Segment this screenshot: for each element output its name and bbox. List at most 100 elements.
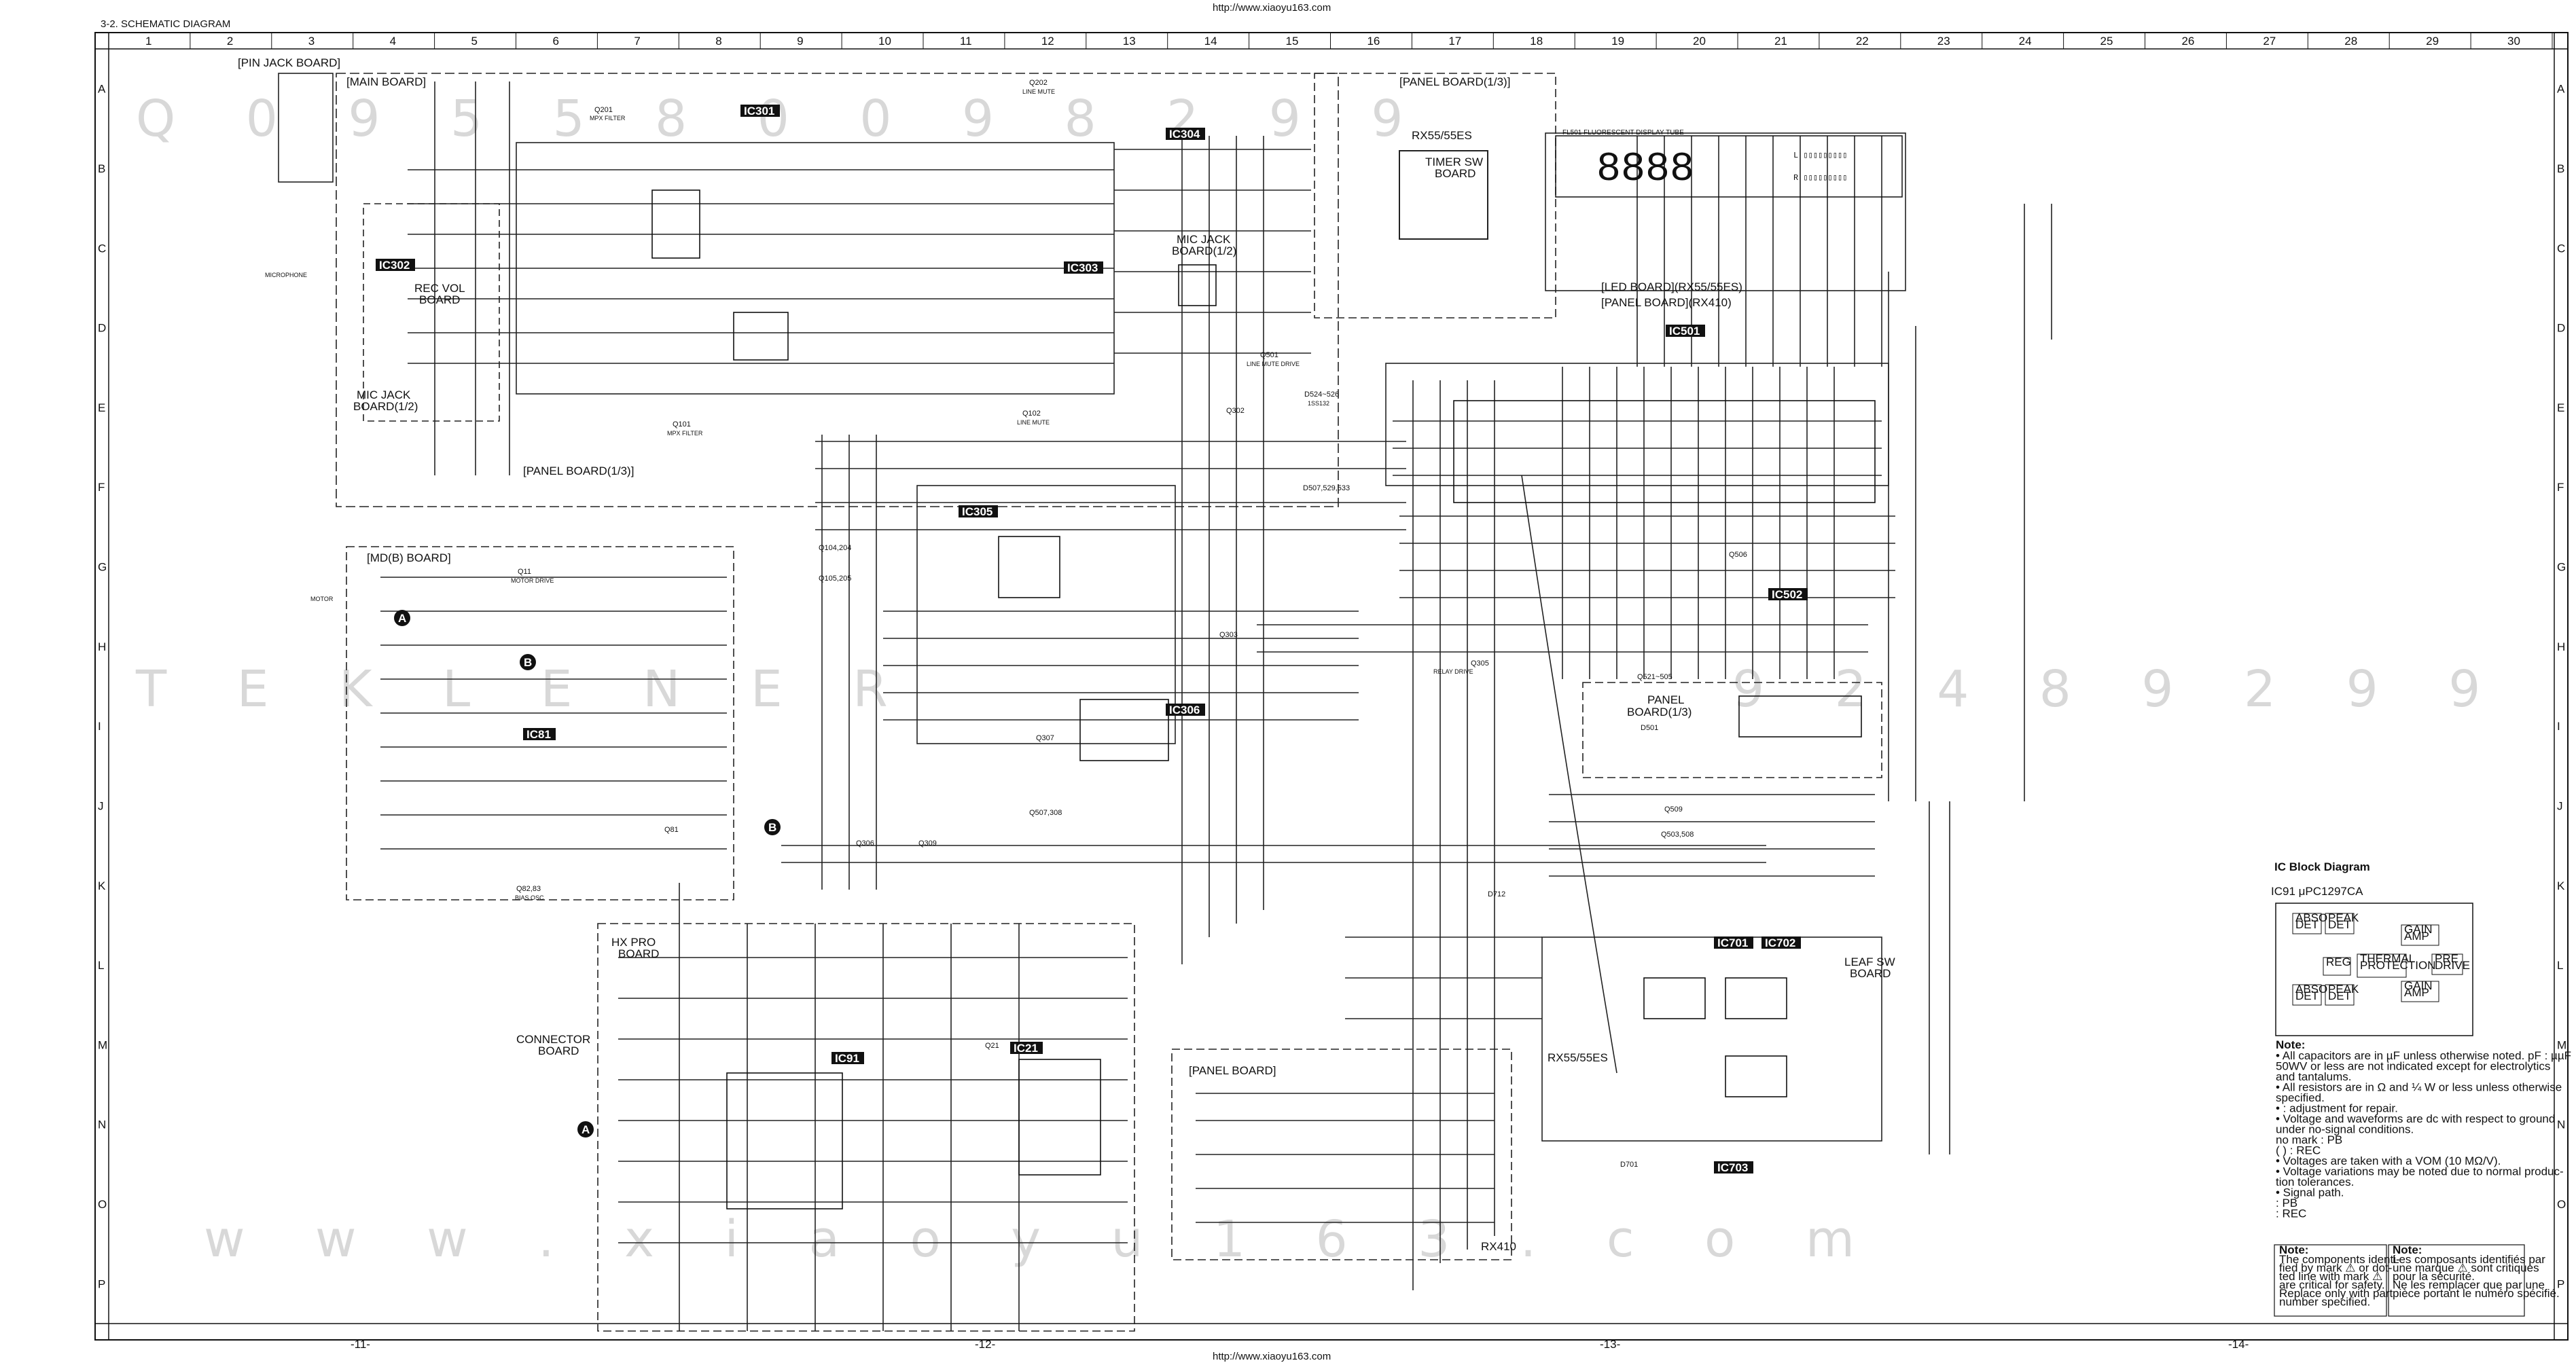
grid-col-25: 25	[2100, 35, 2113, 48]
fl-tube-label: FL501 FLUORESCENT DISPLAY TUBE	[1562, 129, 1684, 136]
panel-board-top-label: [PANEL BOARD(1/3)]	[1399, 75, 1510, 88]
ic-block-cell-label: ABSO	[2295, 983, 2327, 996]
grid-col-10: 10	[878, 35, 891, 48]
motor-drive-label: MOTOR DRIVE	[511, 577, 554, 584]
svg-text:IC306: IC306	[1169, 704, 1200, 716]
grid-row-E: E	[98, 401, 105, 414]
led-board-label: [LED BOARD](RX55/55ES)	[1601, 280, 1742, 293]
grid-col-28: 28	[2344, 35, 2357, 48]
ic703-tag: IC703	[1714, 1161, 1753, 1174]
bias-osc-label: BIAS OSC	[515, 894, 544, 901]
md-board-label: [MD(B) BOARD]	[367, 551, 451, 564]
grid-col-14: 14	[1204, 35, 1217, 48]
fluorescent-display: FL501 FLUORESCENT DISPLAY TUBE 8888 L ▯▯…	[1555, 129, 1903, 198]
leaf-sw-board-label-2: BOARD	[1850, 967, 1891, 980]
url-top[interactable]: http://www.xiaoyu163.com	[1213, 2, 1331, 14]
ic301-tag: IC301	[740, 105, 780, 117]
grid-col-1: 1	[145, 35, 151, 48]
page-number-12: -12-	[975, 1338, 995, 1351]
ic-block-cell	[2292, 984, 2322, 1006]
ic-block-cell	[2401, 981, 2439, 1002]
mic-jack-board-right-label-2: BOARD(1/2)	[1172, 244, 1236, 257]
svg-text:IC81: IC81	[526, 728, 551, 741]
note-line: under no-signal conditions.	[2276, 1123, 2414, 1136]
url-bottom[interactable]: http://www.xiaoyu163.com	[1213, 1351, 1331, 1362]
grid-row-O: O	[98, 1198, 107, 1211]
rec-vol-board-label: REC VOL	[414, 282, 465, 295]
grid-row-F-right: F	[2557, 481, 2564, 494]
note-line: no mark : PB	[2276, 1133, 2342, 1146]
board-labels: [PIN JACK BOARD] [MAIN BOARD] MIC JACK B…	[238, 56, 1895, 1253]
connector-board-label-2: BOARD	[538, 1044, 579, 1057]
page-number-11: -11-	[351, 1338, 370, 1351]
grid-row-J-right: J	[2557, 799, 2563, 812]
grid-col-21: 21	[1774, 35, 1787, 48]
grid-row-A: A	[98, 83, 106, 96]
note-fr-line: Les composants identifiés par	[2393, 1253, 2545, 1266]
ic-block-cell-label: DET	[2328, 989, 2351, 1002]
q521-label: Q521~505	[1637, 673, 1672, 681]
grid-row-I: I	[98, 720, 101, 733]
grid-col-17: 17	[1448, 35, 1461, 48]
page-number-14: -14-	[2228, 1338, 2249, 1351]
grid-row-C-right: C	[2557, 242, 2565, 255]
svg-text:IC703: IC703	[1717, 1161, 1748, 1174]
svg-text:IC303: IC303	[1067, 261, 1098, 274]
ic-block-cell-label: REG	[2326, 956, 2351, 968]
ic-block-cell-label: DET	[2295, 918, 2319, 931]
notes-en-body: The components identi-fied by mark ⚠ or …	[2279, 1253, 2400, 1309]
hx-pro-board-label-2: BOARD	[618, 947, 659, 960]
connector-board-label: CONNECTOR	[516, 1033, 590, 1046]
grid-row-H-right: H	[2557, 640, 2565, 653]
grid-col-20: 20	[1693, 35, 1706, 48]
svg-text:L ▯▯▯▯▯▯▯▯▯: L ▯▯▯▯▯▯▯▯▯	[1793, 151, 1847, 160]
grid-row-I-right: I	[2557, 720, 2560, 733]
ic-block-cell-label: PEAK	[2328, 983, 2359, 996]
leaf-sw-board-label: LEAF SW	[1844, 956, 1895, 968]
q202-label: Q202	[1029, 79, 1048, 87]
grid-row-G-right: G	[2557, 561, 2566, 574]
grid-row-D-right: D	[2557, 322, 2565, 335]
grid-col-13: 13	[1123, 35, 1136, 48]
svg-text:A: A	[582, 1123, 590, 1136]
q303-label: Q303	[1219, 631, 1238, 639]
svg-text:B: B	[524, 656, 532, 669]
note-line: • Voltage variations may be noted due to…	[2276, 1165, 2564, 1178]
q507-label: Q507,308	[1029, 809, 1062, 817]
grid-col-8: 8	[715, 35, 721, 48]
microphone-label: MICROPHONE	[265, 272, 307, 278]
q104-label: Q104,204	[819, 544, 851, 552]
svg-text:IC301: IC301	[744, 105, 774, 117]
svg-text:B: B	[768, 821, 776, 834]
grid-row-A-right: A	[2557, 83, 2565, 96]
ic-chips	[651, 189, 1876, 1209]
rec-vol-board-label-2: BOARD	[419, 293, 460, 306]
grid-col-11: 11	[960, 35, 972, 48]
grid-col-29: 29	[2426, 35, 2439, 48]
note-en-line: The components identi-	[2279, 1253, 2400, 1266]
note-en-line: are critical for safety.	[2279, 1279, 2385, 1292]
relay-drive-label: RELAY DRIVE	[1433, 668, 1473, 675]
ic501-tag: IC501	[1666, 325, 1705, 338]
note-en-line: Replace only with part	[2279, 1287, 2393, 1300]
grid-col-22: 22	[1856, 35, 1869, 48]
panel-board-bottom-label: [PANEL BOARD]	[1189, 1064, 1276, 1077]
ic-block-cell	[2325, 984, 2355, 1006]
ic702-tag: IC702	[1761, 936, 1801, 949]
q501-label: Q501	[1260, 351, 1278, 359]
connection-markers: A B A B	[394, 610, 781, 1138]
q302-label: Q302	[1226, 407, 1245, 415]
ic302-tag: IC302	[376, 259, 415, 272]
note-line: • All capacitors are in µF unless otherw…	[2276, 1049, 2571, 1062]
grid-row-K: K	[98, 879, 106, 892]
grid-row-M: M	[98, 1038, 107, 1051]
hx-pro-board-label: HX PRO	[611, 936, 656, 949]
page-title: 3-2. SCHEMATIC DIAGRAM	[101, 18, 230, 30]
svg-text:IC502: IC502	[1772, 588, 1802, 601]
svg-text:IC702: IC702	[1765, 936, 1795, 949]
grid-row-H: H	[98, 640, 106, 653]
svg-text:IC91: IC91	[835, 1052, 859, 1065]
svg-text:w w w . x i a o y u 1 6 3 . c: w w w . x i a o y u 1 6 3 . c o m	[204, 1210, 1882, 1269]
